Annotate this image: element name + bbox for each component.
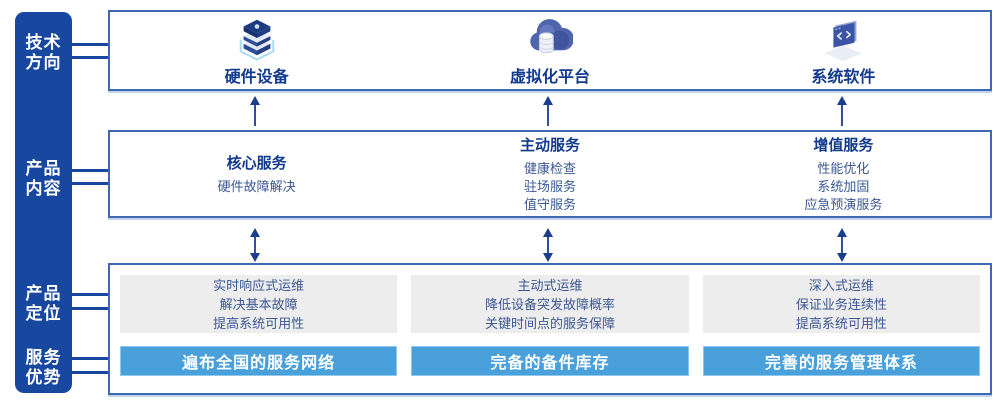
service-column-proactive: 主动服务 健康检查 驻场服务 值守服务 [403, 132, 696, 216]
positioning-panel: 主动式运维 降低设备突发故障概率 关键时间点的服务保障 [411, 275, 689, 333]
sidebar-label-line: 服务 [25, 348, 62, 367]
sidebar-label-line: 优势 [25, 368, 62, 387]
sidebar: 技术 方向 产品 内容 产品 定位 服务 优势 [15, 12, 72, 393]
positioning-panel: 实时响应式运维 解决基本故障 提高系统可用性 [120, 275, 398, 333]
positioning-line: 保证业务连续性 [795, 296, 887, 312]
service-item: 值守服务 [523, 197, 576, 212]
service-column-core: 核心服务 硬件故障解决 [110, 132, 403, 216]
sidebar-label-line: 内容 [25, 179, 62, 198]
tech-item-label: 硬件设备 [224, 68, 289, 86]
connector-line [71, 357, 109, 360]
sidebar-label-product-positioning: 产品 定位 [15, 284, 72, 324]
connector-line [71, 371, 109, 374]
product-positioning-box: 实时响应式运维 解决基本故障 提高系统可用性 遍布全国的服务网络 主动式运维 降… [108, 263, 992, 395]
positioning-line: 深入式运维 [808, 277, 874, 293]
connector-line [71, 56, 109, 59]
service-column-title: 主动服务 [519, 137, 580, 154]
sidebar-label-tech-direction: 技术 方向 [15, 33, 72, 73]
positioning-line: 降低设备突发故障概率 [484, 296, 615, 312]
positioning-line: 实时响应式运维 [213, 277, 305, 293]
server-stack-icon [239, 19, 274, 61]
positioning-line: 提高系统可用性 [213, 315, 305, 331]
code-screen-icon [824, 20, 863, 61]
sidebar-label-line: 产品 [25, 159, 62, 178]
connector-line [71, 182, 109, 185]
positioning-line: 关键时间点的服务保障 [484, 315, 615, 331]
positioning-column-proactive: 主动式运维 降低设备突发故障概率 关键时间点的服务保障 完备的备件库存 [411, 275, 689, 393]
double-arrow-icon [543, 228, 553, 262]
positioning-line: 提高系统可用性 [795, 315, 887, 331]
sidebar-label-line: 技术 [25, 33, 62, 52]
double-arrow-icon [250, 228, 260, 262]
sidebar-label-line: 方向 [25, 53, 62, 72]
up-arrow-icon [543, 96, 553, 126]
product-content-box: 核心服务 硬件故障解决 主动服务 健康检查 驻场服务 值守服务 增值服务 性能优… [108, 130, 992, 218]
sidebar-label-service-advantage: 服务 优势 [15, 348, 72, 388]
service-item: 健康检查 [523, 161, 576, 176]
double-arrow-icon [837, 228, 847, 262]
tech-item-virtualization: 虚拟化平台 [403, 12, 696, 89]
cloud-database-icon [530, 18, 573, 53]
positioning-line: 主动式运维 [517, 277, 583, 293]
up-arrow-icon [837, 96, 847, 126]
positioning-line: 解决基本故障 [219, 296, 298, 312]
service-column-title: 核心服务 [226, 155, 287, 172]
service-column-title: 增值服务 [813, 137, 874, 154]
up-arrow-icon [250, 96, 260, 126]
connector-line [71, 43, 109, 46]
sidebar-label-product-content: 产品 内容 [15, 159, 72, 199]
service-item: 硬件故障解决 [217, 179, 296, 194]
tech-item-system-software: 系统软件 [697, 12, 990, 89]
tech-direction-box: 硬件设备 虚拟化平台 系统软件 [108, 10, 992, 91]
service-item: 系统加固 [817, 179, 870, 194]
positioning-column-indepth: 深入式运维 保证业务连续性 提高系统可用性 完善的服务管理体系 [702, 275, 980, 393]
advantage-bar: 遍布全国的服务网络 [120, 346, 398, 376]
sidebar-label-line: 定位 [25, 304, 62, 323]
tech-item-hardware: 硬件设备 [110, 12, 403, 89]
connector-line [71, 293, 109, 296]
service-item: 驻场服务 [523, 179, 576, 194]
positioning-panel: 深入式运维 保证业务连续性 提高系统可用性 [702, 275, 980, 333]
advantage-bar: 完善的服务管理体系 [702, 346, 980, 376]
connector-line [71, 307, 109, 310]
service-column-value-added: 增值服务 性能优化 系统加固 应急预演服务 [697, 132, 990, 216]
connector-line [71, 169, 109, 172]
service-item: 性能优化 [817, 161, 870, 176]
positioning-column-realtime: 实时响应式运维 解决基本故障 提高系统可用性 遍布全国的服务网络 [120, 275, 398, 393]
sidebar-label-line: 产品 [25, 284, 62, 303]
tech-item-label: 系统软件 [811, 68, 876, 86]
tech-item-label: 虚拟化平台 [509, 68, 590, 86]
advantage-bar: 完备的备件库存 [411, 346, 689, 376]
service-item: 应急预演服务 [804, 197, 883, 212]
